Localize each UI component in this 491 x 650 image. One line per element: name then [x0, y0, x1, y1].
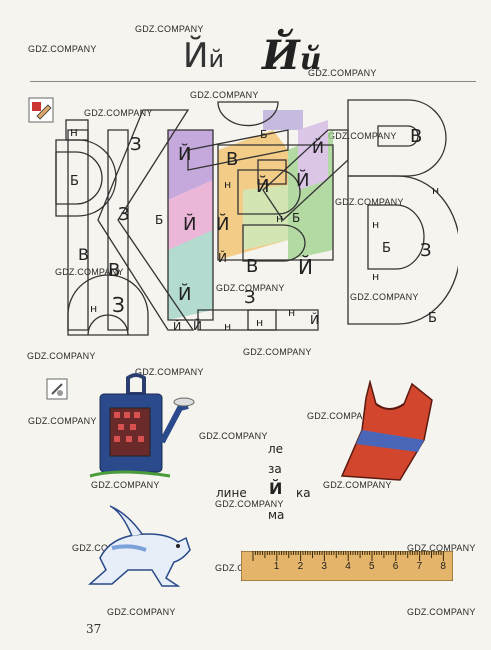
- puzzle-letter: В: [78, 245, 89, 264]
- puzzle-letter: Б: [428, 311, 437, 326]
- watermark: GDZ.COMPANY: [190, 90, 259, 100]
- puzzle-letter: Й: [193, 318, 202, 333]
- watermark: GDZ.COMPANY: [199, 431, 268, 441]
- puzzle-letter: Й: [298, 255, 313, 279]
- title-divider: [30, 81, 476, 82]
- ruler-tick-label: 4: [345, 561, 351, 572]
- ruler-tick-label: 8: [440, 561, 446, 572]
- matching-task-icon: [46, 378, 68, 400]
- ruler-tick-label: 7: [417, 561, 423, 572]
- watermark: GDZ.COMPANY: [28, 416, 97, 426]
- puzzle-letter: Й: [218, 250, 227, 265]
- watermark: GDZ.COMPANY: [323, 480, 392, 490]
- puzzle-letter: Б: [260, 128, 268, 141]
- puzzle-letter: н: [432, 184, 439, 197]
- word-part-le: ле: [268, 442, 284, 456]
- watermark: GDZ.COMPANY: [135, 24, 204, 34]
- puzzle-letter: В: [410, 126, 422, 147]
- puzzle-letter: н: [224, 320, 231, 333]
- ruler-tick-label: 1: [274, 561, 280, 572]
- puzzle-letter: Й: [173, 320, 181, 333]
- watermark: GDZ.COMPANY: [215, 499, 284, 509]
- title-lower-print: й: [208, 45, 225, 73]
- watermark: GDZ.COMPANY: [350, 292, 419, 302]
- ruler-graphic: 123456789: [240, 550, 470, 582]
- ruler-image: 123456789: [240, 550, 470, 582]
- watermark: GDZ.COMPANY: [91, 480, 160, 490]
- watermark: GDZ.COMPANY: [84, 108, 153, 118]
- puzzle-letter: З: [244, 287, 256, 308]
- watermark: GDZ.COMPANY: [27, 351, 96, 361]
- puzzle-letter: Й: [256, 175, 269, 197]
- puzzle-letter: н: [224, 178, 231, 191]
- watermark: GDZ.COMPANY: [407, 607, 476, 617]
- title-upper-print: Й: [183, 36, 209, 76]
- puzzle-letter: н: [276, 212, 283, 225]
- puzzle-letter: Й: [310, 312, 319, 327]
- watermark: GDZ.COMPANY: [28, 44, 97, 54]
- watermark: GDZ.COMPANY: [216, 283, 285, 293]
- watermark: GDZ.COMPANY: [407, 543, 476, 553]
- puzzle-letter: Б: [382, 241, 391, 256]
- watermark: GDZ.COMPANY: [335, 197, 404, 207]
- letter-puzzle: н Б В В н З З З Б Й Й Й Й Й В н Й Й Й Б …: [55, 99, 458, 336]
- puzzle-letter: н: [256, 316, 263, 329]
- word-center-letter: Й: [269, 479, 283, 498]
- title-letters-print: Йй: [183, 36, 224, 76]
- puzzle-letter: З: [420, 240, 432, 261]
- word-part-line: лине: [216, 486, 247, 500]
- watermark: GDZ.COMPANY: [307, 411, 376, 421]
- puzzle-letter: н: [70, 125, 78, 139]
- puzzle-letter: Й: [216, 213, 229, 235]
- word-part-za: за: [268, 462, 282, 476]
- ruler-tick-label: 6: [393, 561, 399, 572]
- puzzle-letter: В: [246, 256, 258, 277]
- puzzle-letter: З: [130, 134, 142, 155]
- puzzle-letter: В: [226, 149, 238, 170]
- puzzle-letter: З: [118, 204, 130, 225]
- ruler-tick-label: 2: [298, 561, 304, 572]
- puzzle-letter: Й: [178, 283, 191, 305]
- watermark: GDZ.COMPANY: [135, 367, 204, 377]
- watermark: GDZ.COMPANY: [107, 607, 176, 617]
- word-part-ma: ма: [268, 508, 285, 522]
- coloring-task-icon: [28, 97, 54, 123]
- watermark: GDZ.COMPANY: [55, 267, 124, 277]
- ruler-tick-label: 5: [369, 561, 375, 572]
- puzzle-letter: Й: [183, 213, 196, 235]
- puzzle-letter: н: [372, 270, 379, 283]
- puzzle-letter: н: [288, 306, 295, 319]
- title-upper-script: Й: [262, 32, 300, 79]
- puzzle-letter: Й: [312, 138, 324, 157]
- puzzle-letter: н: [90, 302, 97, 315]
- ruler-tick-label: 3: [321, 561, 327, 572]
- puzzle-letter: Й: [296, 169, 309, 191]
- puzzle-letter: Б: [70, 174, 79, 189]
- title-lower-script: й: [299, 42, 322, 77]
- puzzle-letter: н: [372, 218, 379, 231]
- puzzle-letter: Й: [178, 143, 191, 165]
- watering-can-image: [89, 373, 195, 478]
- word-part-ka: ка: [296, 486, 311, 500]
- shirt-image: [340, 380, 433, 481]
- hare-image: [88, 505, 191, 587]
- watermark: GDZ.COMPANY: [243, 347, 312, 357]
- watermark: GDZ.COMPANY: [308, 68, 377, 78]
- watermark: GDZ.COMPANY: [328, 131, 397, 141]
- puzzle-letter: Б: [292, 211, 300, 225]
- page-number: 37: [86, 622, 102, 636]
- puzzle-letter: З: [112, 293, 125, 317]
- puzzle-letter: Б: [155, 213, 163, 227]
- title-letters-script: Йй: [262, 32, 322, 79]
- puzzle-letter: В: [108, 260, 120, 281]
